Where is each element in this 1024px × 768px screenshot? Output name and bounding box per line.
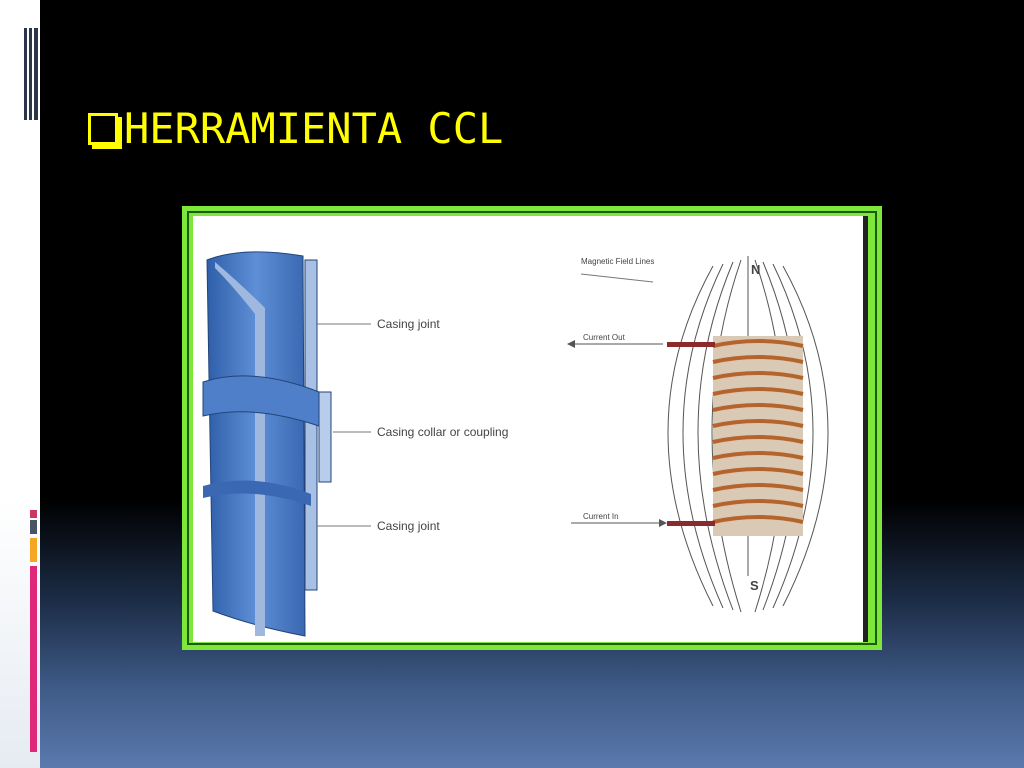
magnetic-field-lines-drawing — [667, 256, 829, 613]
accent-bar-pink — [30, 566, 37, 752]
ccl-diagram: Casing joint Casing collar or coupling C… — [193, 216, 868, 642]
coil-drawing — [667, 336, 804, 536]
label-current-out: Current Out — [583, 333, 626, 342]
label-magnetic-field-lines: Magnetic Field Lines — [581, 257, 654, 266]
label-current-in: Current In — [583, 512, 619, 521]
accent-bar-slate — [30, 520, 37, 534]
accent-bar-gray — [30, 510, 37, 518]
casing-pipe-drawing — [202, 251, 332, 637]
label-casing-collar: Casing collar or coupling — [377, 425, 508, 439]
label-casing-joint-bottom: Casing joint — [377, 519, 440, 533]
slide-title-text: HERRAMIENTA CCL — [124, 104, 504, 153]
label-casing-joint-top: Casing joint — [377, 317, 440, 331]
slide-title: HERRAMIENTA CCL — [88, 104, 503, 153]
accent-bar-orange — [30, 538, 37, 562]
checkbox-square-icon — [88, 113, 118, 145]
label-south-pole: S — [750, 578, 759, 593]
label-north-pole: N — [751, 262, 760, 277]
bars-decoration — [24, 28, 38, 120]
